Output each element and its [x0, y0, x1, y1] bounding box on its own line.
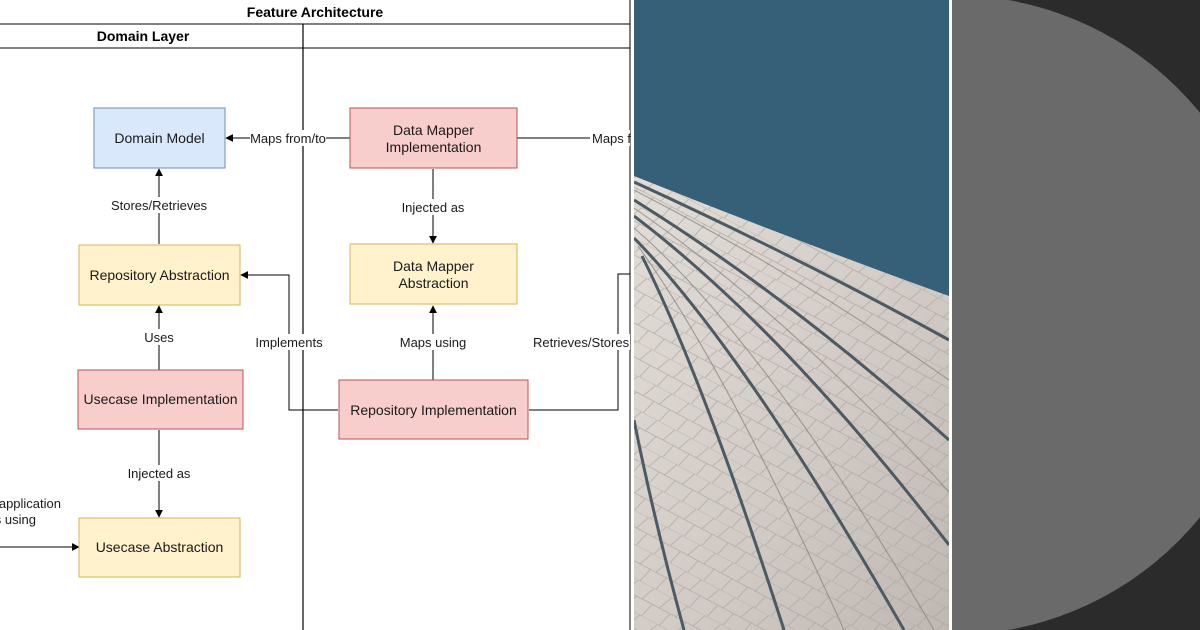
architecture-diagram: Feature Architecture Domain Layer Maps f…: [0, 0, 631, 630]
node-usecase-implementation-label: Usecase Implementation: [83, 391, 237, 407]
node-repository-abstraction-label: Repository Abstraction: [89, 267, 229, 283]
dark-decorative-panel: [952, 0, 1200, 630]
node-data-mapper-abstraction-label-1: Data Mapper: [393, 258, 474, 274]
node-usecase-implementation: Usecase Implementation: [77, 369, 244, 430]
node-data-mapper-abstraction-label-2: Abstraction: [398, 275, 468, 291]
node-data-mapper-implementation-label-1: Data Mapper: [393, 122, 474, 138]
swimlane-frame: [0, 0, 631, 630]
edge-label-maps-using: Maps using: [400, 335, 466, 350]
edge-label-application-line1: application: [0, 496, 61, 511]
edge-label-implements: Implements: [255, 335, 323, 350]
edge-label-maps-f: Maps f: [592, 131, 631, 146]
edge-label-application-line2: s using: [0, 512, 36, 527]
node-data-mapper-implementation: Data Mapper Implementation: [349, 107, 518, 169]
edge-label-uses: Uses: [144, 330, 174, 345]
architecture-photo: [634, 0, 949, 630]
diagram-title: Feature Architecture: [247, 4, 384, 20]
gray-circle-graphic: [952, 0, 1200, 630]
node-usecase-abstraction-label: Usecase Abstraction: [96, 539, 224, 555]
node-data-mapper-implementation-label-2: Implementation: [386, 139, 482, 155]
node-domain-model-label: Domain Model: [114, 130, 204, 146]
lane-title-domain-layer: Domain Layer: [97, 28, 190, 44]
edge-label-maps-from-to: Maps from/to: [250, 131, 326, 146]
node-data-mapper-abstraction: Data Mapper Abstraction: [349, 243, 518, 305]
node-repository-implementation-label: Repository Implementation: [350, 402, 517, 418]
node-domain-model: Domain Model: [93, 107, 226, 169]
node-usecase-abstraction: Usecase Abstraction: [78, 517, 241, 578]
node-repository-implementation: Repository Implementation: [338, 379, 529, 440]
edge-labels: Maps from/to Maps f Stores/Retrieves Use…: [0, 130, 631, 527]
edge-label-injected-as-left: Injected as: [128, 466, 191, 481]
edge-label-stores-retrieves: Stores/Retrieves: [111, 198, 208, 213]
stone-facade-image: [634, 0, 949, 630]
edge-label-injected-as-right: Injected as: [402, 200, 465, 215]
edge-label-retrieves-stores: Retrieves/Stores: [533, 335, 630, 350]
node-repository-abstraction: Repository Abstraction: [78, 244, 241, 306]
